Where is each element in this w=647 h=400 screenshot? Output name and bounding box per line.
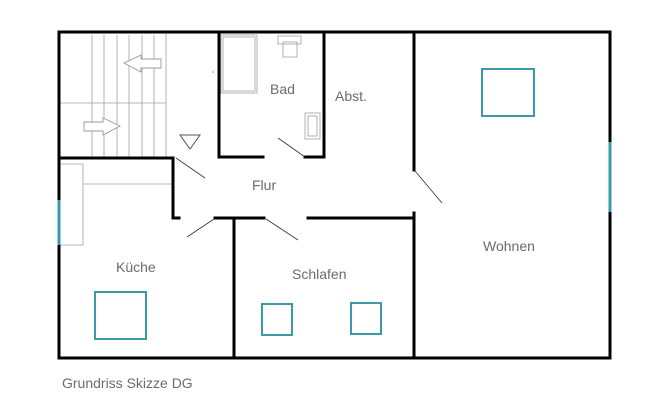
room-label-bad: Bad: [270, 81, 295, 97]
room-label-kueche: Küche: [116, 259, 156, 275]
room-label-abst: Abst.: [335, 88, 367, 104]
windows: [94, 68, 535, 340]
staircase: [59, 32, 167, 158]
room-label-wohnen: Wohnen: [483, 238, 535, 254]
arrow-left-icon: [122, 54, 162, 73]
triangle-marker-icon: [179, 134, 201, 150]
kitchen-counter: [60, 163, 172, 246]
plan-caption: Grundriss Skizze DG: [62, 375, 193, 391]
room-label-schlafen: Schlafen: [292, 266, 347, 282]
door-swings: [175, 137, 443, 241]
walls: [57, 30, 612, 360]
room-label-flur: Flur: [252, 177, 277, 193]
arrow-right-icon: [83, 117, 122, 136]
bath-fixtures: [220, 34, 321, 140]
